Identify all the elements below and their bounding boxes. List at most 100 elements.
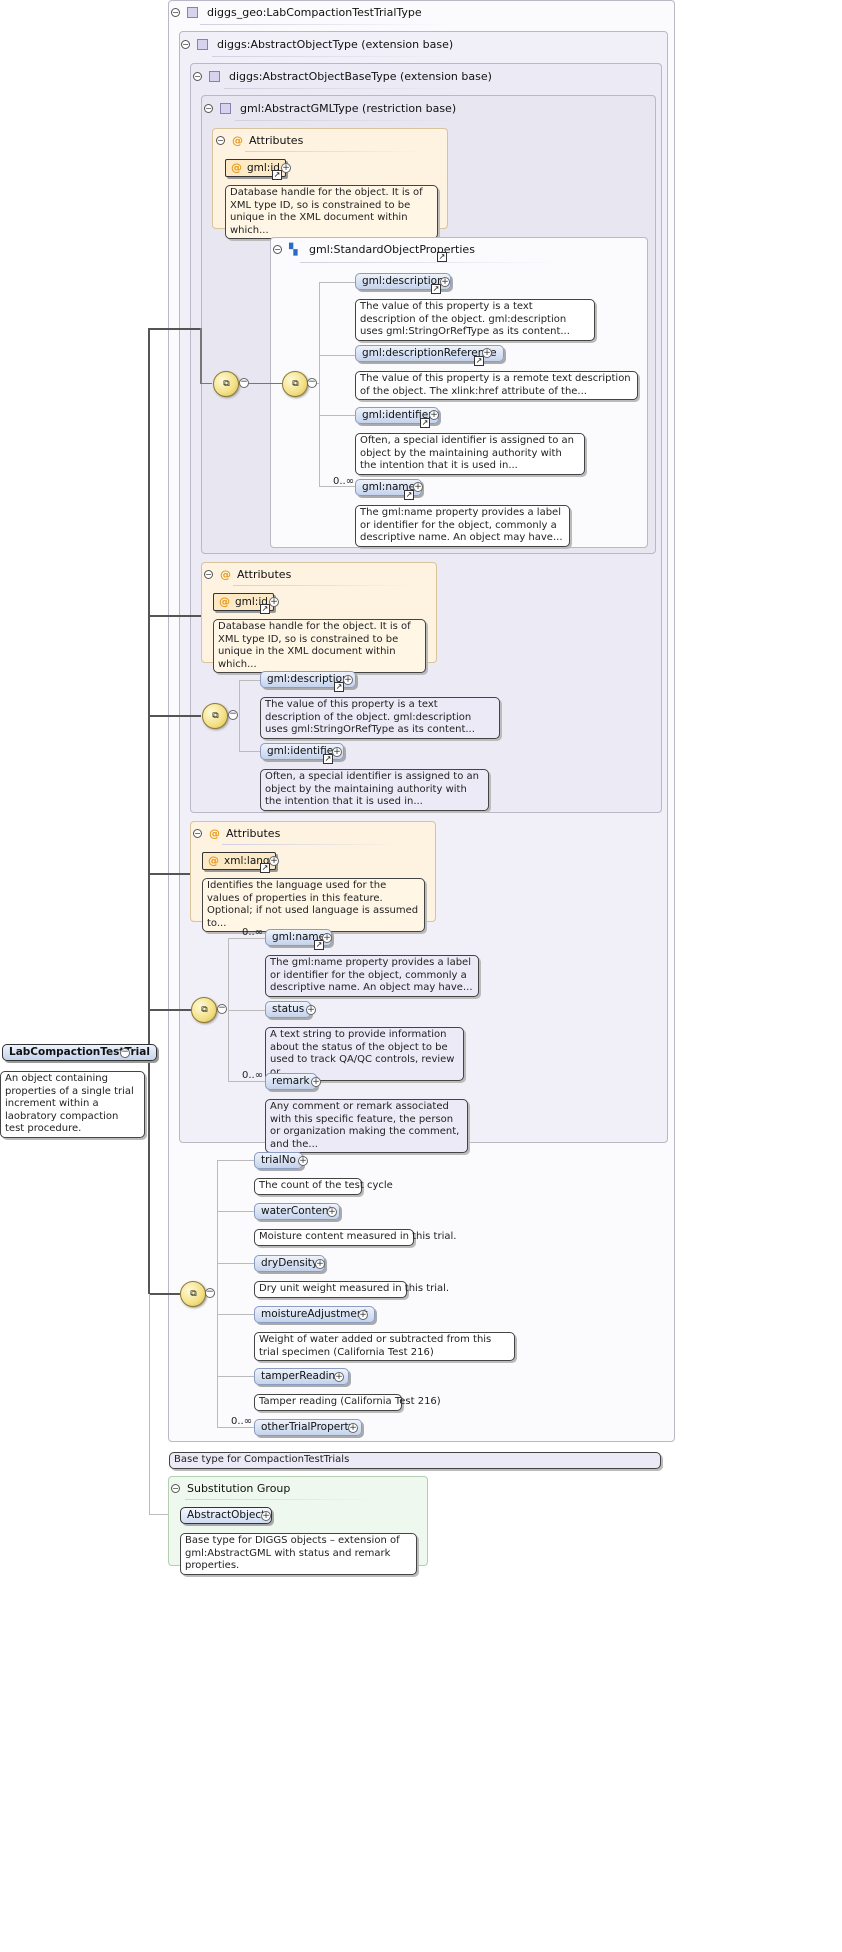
attribute-label: xml:lang — [224, 855, 270, 867]
element-doc: A text string to provide information abo… — [265, 1027, 464, 1081]
attributes-header[interactable]: − @ Attributes — [204, 568, 291, 581]
link-arrow-icon[interactable]: ↗ — [314, 940, 324, 950]
group-name: gml:StandardObjectProperties — [309, 243, 475, 256]
type-name: diggs:AbstractObjectType (extension base… — [217, 38, 454, 51]
element-doc: The gml:name property provides a label o… — [355, 505, 570, 547]
plus-circle-icon[interactable]: + — [334, 1372, 344, 1382]
sequence-compositor-icon[interactable]: ⧉ — [180, 1281, 206, 1307]
minus-circle-icon[interactable]: − — [120, 1047, 130, 1058]
collapse-icon[interactable]: − — [171, 8, 180, 17]
root-element[interactable]: LabCompactionTestTrial — [2, 1044, 157, 1061]
collapse-icon[interactable]: − — [273, 245, 282, 254]
plus-circle-icon[interactable]: + — [358, 1310, 368, 1320]
collapse-icon[interactable]: − — [216, 136, 225, 145]
occurrence-label: 0..∞ — [242, 1070, 264, 1081]
element-doc: Moisture content measured in this trial. — [254, 1229, 456, 1246]
plus-circle-icon[interactable]: + — [315, 1259, 325, 1269]
attribute-gml-id[interactable]: @gml:id — [213, 593, 274, 611]
collapse-icon[interactable]: − — [204, 570, 213, 579]
plus-circle-icon[interactable]: + — [298, 1156, 308, 1166]
element-gml-identifier[interactable]: gml:identifier — [355, 407, 440, 424]
element-moisture-adjustment[interactable]: moistureAdjustment — [254, 1306, 375, 1323]
plus-circle-icon[interactable]: + — [440, 277, 450, 287]
element-gml-description[interactable]: gml:description — [260, 671, 356, 688]
collapse-icon[interactable]: − — [204, 104, 213, 113]
link-arrow-icon[interactable]: ↗ — [404, 490, 414, 500]
element-doc: Any comment or remark associated with th… — [265, 1099, 468, 1153]
element-remark[interactable]: remark — [265, 1073, 317, 1090]
at-icon: @ — [219, 595, 230, 608]
substitution-group-label: Substitution Group — [187, 1482, 291, 1495]
element-trial-no[interactable]: trialNo — [254, 1152, 303, 1169]
plus-circle-icon[interactable]: + — [269, 856, 279, 866]
plus-circle-icon[interactable]: + — [343, 675, 353, 685]
collapse-icon[interactable]: − — [181, 40, 190, 49]
plus-circle-icon[interactable]: + — [322, 933, 332, 943]
element-abstract-object[interactable]: AbstractObject — [180, 1507, 273, 1524]
attribute-doc: Database handle for the object. It is of… — [225, 185, 438, 239]
type-header-4[interactable]: − gml:AbstractGMLType (restriction base) — [204, 102, 456, 115]
link-arrow-icon[interactable]: ↗ — [474, 356, 484, 366]
plus-circle-icon[interactable]: + — [306, 1005, 316, 1015]
occurrence-label: 0..∞ — [333, 476, 355, 487]
collapse-icon[interactable]: − — [193, 72, 202, 81]
plus-circle-icon[interactable]: + — [332, 747, 342, 757]
plus-circle-icon[interactable]: + — [413, 482, 423, 492]
minus-circle-icon[interactable]: − — [205, 1287, 215, 1298]
plus-circle-icon[interactable]: + — [327, 1207, 337, 1217]
type-header-3[interactable]: − diggs:AbstractObjectBaseType (extensio… — [193, 70, 492, 83]
type-doc: Base type for CompactionTestTrials — [169, 1452, 661, 1469]
attributes-header[interactable]: − @ Attributes — [216, 134, 303, 147]
root-doc: An object containing properties of a sin… — [0, 1071, 145, 1138]
link-arrow-icon[interactable]: ↗ — [323, 754, 333, 764]
link-arrow-icon[interactable]: ↗ — [334, 682, 344, 692]
attributes-header[interactable]: − @ Attributes — [193, 827, 280, 840]
minus-circle-icon[interactable]: − — [217, 1003, 227, 1014]
type-header-1[interactable]: − diggs_geo:LabCompactionTestTrialType — [171, 6, 422, 19]
minus-circle-icon[interactable]: − — [228, 709, 238, 720]
sequence-compositor-icon[interactable]: ⧉ — [282, 371, 308, 397]
link-arrow-icon[interactable]: ↗ — [420, 418, 430, 428]
substitution-group-header[interactable]: − Substitution Group — [171, 1482, 290, 1495]
element-tamper-reading[interactable]: tamperReading — [254, 1368, 349, 1385]
occurrence-label: 0..∞ — [242, 927, 264, 938]
type-header-2[interactable]: − diggs:AbstractObjectType (extension ba… — [181, 38, 453, 51]
plus-circle-icon[interactable]: + — [482, 348, 492, 358]
sequence-compositor-icon[interactable]: ⧉ — [202, 703, 228, 729]
element-doc: Often, a special identifier is assigned … — [260, 769, 489, 811]
plus-circle-icon[interactable]: + — [269, 597, 279, 607]
link-arrow-icon[interactable]: ↗ — [260, 604, 270, 614]
element-other-trial-property[interactable]: otherTrialProperty — [254, 1419, 362, 1436]
plus-circle-icon[interactable]: + — [311, 1077, 321, 1087]
attribute-label: gml:id — [247, 162, 280, 174]
group-header[interactable]: − ▚ gml:StandardObjectProperties — [273, 243, 475, 256]
sequence-compositor-icon[interactable]: ⧉ — [191, 997, 217, 1023]
element-doc: The gml:name property provides a label o… — [265, 955, 479, 997]
link-arrow-icon[interactable]: ↗ — [272, 170, 282, 180]
plus-circle-icon[interactable]: + — [429, 410, 439, 420]
plus-circle-icon[interactable]: + — [348, 1423, 358, 1433]
collapse-icon[interactable]: − — [193, 829, 202, 838]
element-water-content[interactable]: waterContent — [254, 1203, 340, 1220]
attribute-doc: Identifies the language used for the val… — [202, 878, 425, 932]
collapse-icon[interactable]: − — [171, 1484, 180, 1493]
element-doc: Tamper reading (California Test 216) — [254, 1394, 441, 1411]
link-arrow-icon[interactable]: ↗ — [260, 863, 270, 873]
plus-circle-icon[interactable]: + — [261, 1511, 271, 1521]
sequence-compositor-icon[interactable]: ⧉ — [213, 371, 239, 397]
minus-circle-icon[interactable]: − — [239, 377, 249, 388]
link-arrow-icon[interactable]: ↗ — [437, 252, 447, 262]
minus-circle-icon[interactable]: − — [307, 377, 317, 388]
type-name: diggs_geo:LabCompactionTestTrialType — [207, 6, 422, 19]
at-icon: @ — [220, 568, 231, 581]
attribute-xml-lang[interactable]: @xml:lang — [202, 852, 276, 870]
link-arrow-icon[interactable]: ↗ — [431, 284, 441, 294]
element-status[interactable]: status — [265, 1001, 312, 1018]
attribute-gml-id[interactable]: @gml:id — [225, 159, 286, 177]
element-doc: The value of this property is a remote t… — [355, 371, 638, 400]
element-gml-description-reference[interactable]: gml:descriptionReference — [355, 345, 504, 362]
attributes-label: Attributes — [249, 134, 304, 147]
plus-circle-icon[interactable]: + — [281, 163, 291, 173]
element-gml-description[interactable]: gml:description — [355, 273, 451, 290]
attributes-label: Attributes — [237, 568, 292, 581]
